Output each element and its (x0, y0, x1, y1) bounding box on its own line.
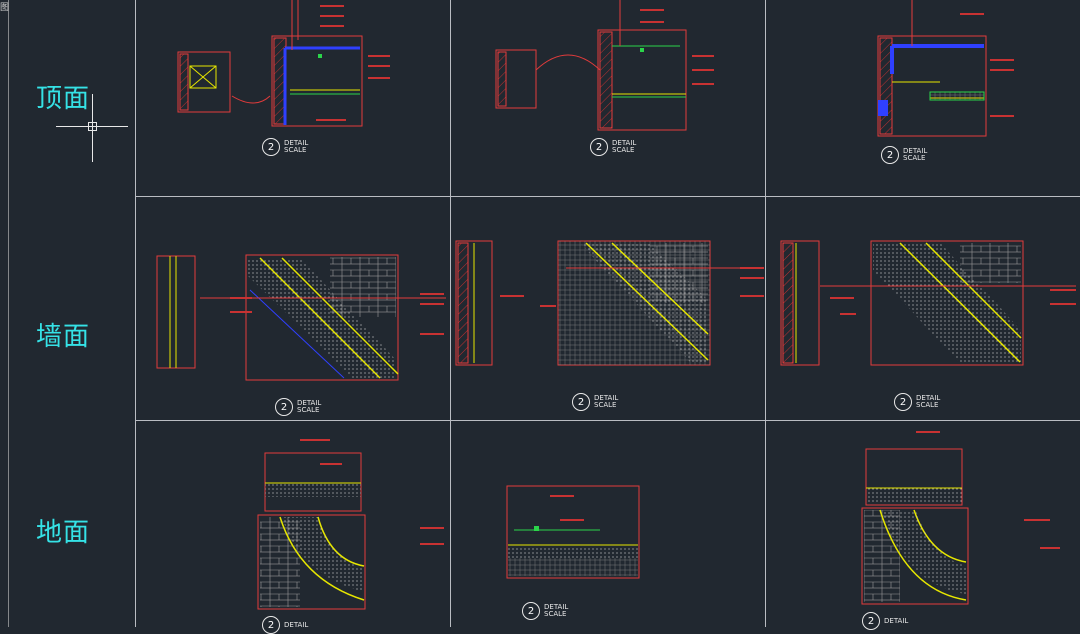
wall-detail-2 (455, 240, 760, 366)
detail-word: DETAIL (612, 139, 637, 147)
row-label-ceiling: 顶面 (36, 84, 91, 114)
floor-detail-2 (506, 485, 640, 579)
detail-number: 2 (522, 602, 540, 620)
detail-tag[interactable]: 2 DETAIL (262, 616, 308, 634)
frame-line (135, 420, 1080, 421)
detail-number: 2 (572, 393, 590, 411)
detail-number: 2 (881, 146, 899, 164)
floor-detail-3 (861, 448, 969, 605)
detail-number: 2 (590, 138, 608, 156)
wall-detail-3 (780, 240, 1076, 366)
frame-line (450, 0, 451, 627)
detail-scale: SCALE (544, 610, 567, 618)
detail-word: DETAIL (916, 394, 941, 402)
floor-detail-1 (257, 452, 366, 610)
detail-tag[interactable]: 2 DETAIL (862, 612, 908, 630)
detail-number: 2 (894, 393, 912, 411)
detail-scale: SCALE (297, 406, 320, 414)
detail-word: DETAIL (884, 616, 909, 625)
detail-word: DETAIL (297, 399, 322, 407)
detail-word: DETAIL (284, 620, 309, 629)
row-label-wall: 墙面 (36, 322, 91, 352)
detail-word: DETAIL (594, 394, 619, 402)
frame-line (135, 0, 136, 627)
ceiling-detail-2 (495, 0, 687, 131)
crosshair-cursor-pickbox (88, 122, 97, 131)
detail-word: DETAIL (903, 147, 928, 155)
leader-labels (230, 5, 1076, 549)
frame-line (765, 0, 766, 627)
ceiling-detail-3 (877, 0, 987, 137)
detail-number: 2 (275, 398, 293, 416)
detail-scale: SCALE (612, 146, 635, 154)
detail-number: 2 (262, 616, 280, 634)
sidebar-border (8, 0, 9, 627)
detail-scale: SCALE (916, 401, 939, 409)
ceiling-detail-1 (177, 0, 363, 127)
detail-scale: SCALE (284, 146, 307, 154)
detail-scale: SCALE (903, 154, 926, 162)
row-label-floor: 地面 (36, 518, 91, 548)
detail-number: 2 (862, 612, 880, 630)
corner-glyph: 图 (0, 3, 10, 13)
crosshair-cursor-vertical (92, 94, 93, 162)
detail-word: DETAIL (284, 139, 309, 147)
detail-number: 2 (262, 138, 280, 156)
frame-line (135, 196, 1080, 197)
detail-scale: SCALE (594, 401, 617, 409)
detail-word: DETAIL (544, 603, 569, 611)
wall-detail-1 (156, 254, 446, 381)
